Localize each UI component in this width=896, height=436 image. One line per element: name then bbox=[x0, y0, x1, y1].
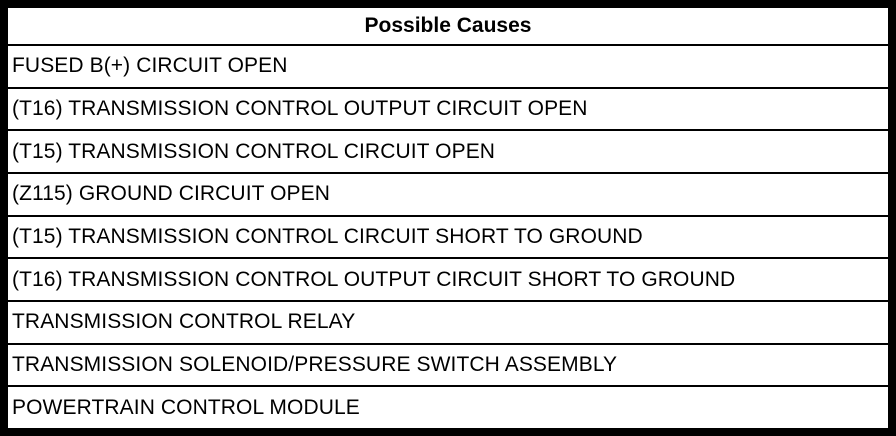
table-row: (T15) TRANSMISSION CONTROL CIRCUIT OPEN bbox=[8, 131, 888, 175]
table-row: (Z115) GROUND CIRCUIT OPEN bbox=[8, 174, 888, 217]
table-row: (T16) TRANSMISSION CONTROL OUTPUT CIRCUI… bbox=[8, 259, 888, 303]
table-row: (T16) TRANSMISSION CONTROL OUTPUT CIRCUI… bbox=[8, 89, 888, 132]
table-row: FUSED B(+) CIRCUIT OPEN bbox=[8, 46, 888, 89]
table-row: TRANSMISSION CONTROL RELAY bbox=[8, 302, 888, 345]
table-row: POWERTRAIN CONTROL MODULE bbox=[12, 395, 360, 419]
table-row: TRANSMISSION SOLENOID/PRESSURE SWITCH AS… bbox=[8, 345, 888, 388]
cause-list: FUSED B(+) CIRCUIT OPEN (T16) TRANSMISSI… bbox=[8, 46, 888, 428]
table-body: Possible Causes FUSED B(+) CIRCUIT OPEN … bbox=[6, 6, 890, 430]
table-header: Possible Causes bbox=[8, 8, 888, 46]
table-row: (T15) TRANSMISSION CONTROL CIRCUIT SHORT… bbox=[8, 217, 888, 260]
